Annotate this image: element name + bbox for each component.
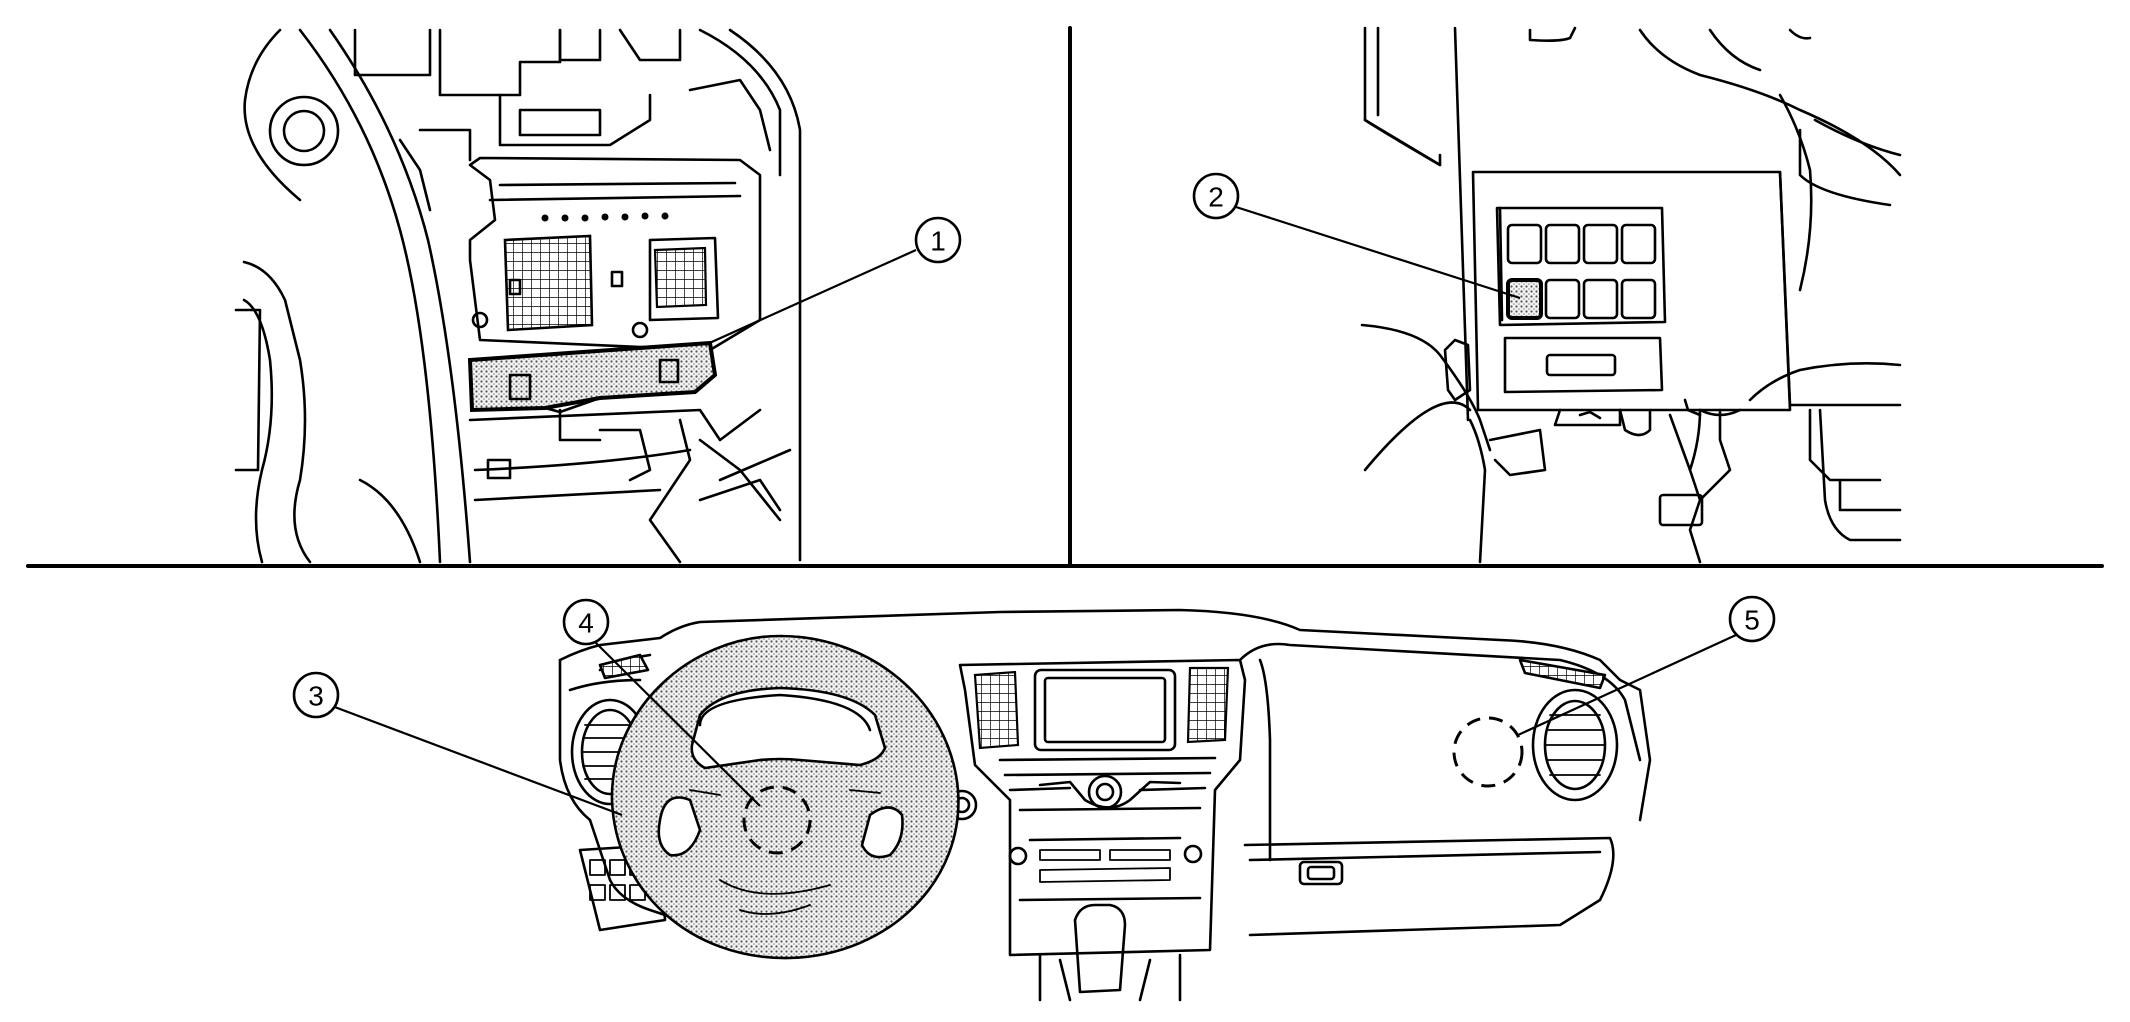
leader-line-1: [704, 248, 917, 347]
panel-instrument-panel: [558, 608, 1652, 1002]
panel-dividers: [26, 26, 2104, 568]
leader-line-4: [592, 639, 761, 807]
control-unit-item-1: [467, 340, 718, 414]
callout-label-5: 5: [1744, 605, 1760, 636]
leader-line-5: [1517, 634, 1737, 736]
callout-label-1: 1: [930, 226, 946, 257]
callout-label-4: 4: [578, 608, 594, 639]
callout-label-2: 2: [1208, 182, 1224, 213]
panel-center-console: [234, 28, 802, 564]
switch-grid: [1506, 223, 1657, 320]
panel-switch-panel: [1360, 26, 1902, 564]
callout-2: 2: [1192, 172, 1240, 220]
switch-item-2: [1506, 278, 1543, 320]
leader-lines: [331, 205, 1737, 817]
leader-line-3: [331, 704, 623, 817]
passenger-airbag-item-5: [1452, 716, 1524, 788]
callout-1: 1: [914, 216, 962, 264]
callout-4: 4: [562, 598, 610, 646]
right-vent: [1531, 688, 1619, 802]
head-unit-buttons: [541, 212, 669, 222]
center-stack: [958, 658, 1247, 1002]
callout-5: 5: [1728, 595, 1776, 643]
callout-label-3: 3: [308, 681, 324, 712]
airbag-module-item-4: [689, 785, 881, 915]
leader-line-2: [1235, 205, 1521, 300]
steering-wheel-item-3: [610, 634, 960, 960]
callout-3: 3: [292, 671, 340, 719]
